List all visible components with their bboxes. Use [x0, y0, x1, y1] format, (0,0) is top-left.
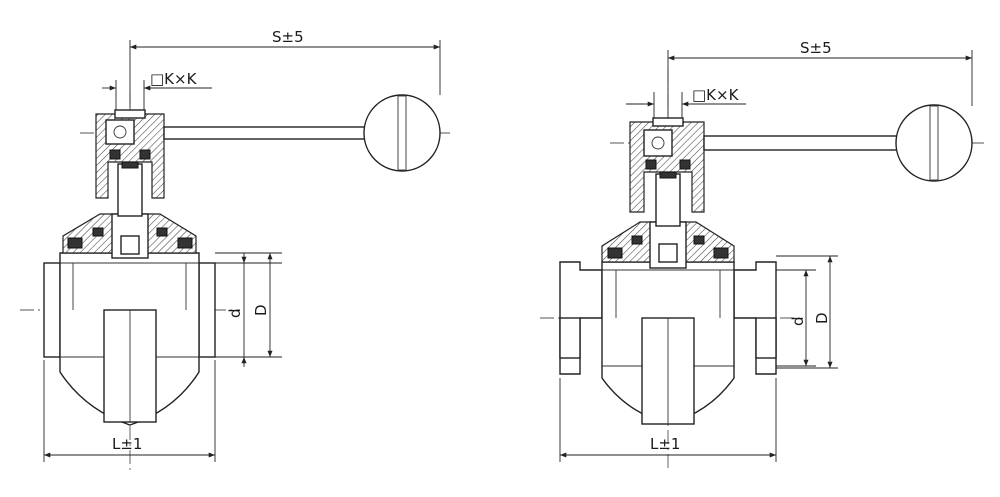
left-dim-s: S±5	[129, 28, 441, 108]
right-dim-d: d D	[776, 255, 838, 369]
right-dim-k: □K×K	[626, 86, 746, 118]
left-dim-k: □K×K	[102, 70, 212, 110]
right-valve-view: S±5 □K×K L±1 d D	[540, 39, 985, 470]
left-dim-d-label: d	[226, 308, 244, 318]
left-dim-D-label: D	[252, 304, 270, 316]
left-handle-housing	[95, 109, 165, 217]
left-valve-view: S±5 □K×K L±1 d D	[20, 28, 450, 470]
left-bonnet	[62, 213, 197, 259]
right-lever-handle	[703, 104, 973, 182]
left-valve-body	[43, 252, 216, 426]
left-lever-handle	[163, 94, 441, 172]
right-valve-body	[559, 261, 777, 425]
left-dim-s-label: S±5	[272, 28, 304, 46]
right-dim-s-label: S±5	[800, 39, 832, 57]
left-dim-d: d D	[215, 252, 282, 367]
right-dim-l-label: L±1	[650, 435, 680, 453]
right-dim-l: L±1	[559, 378, 777, 462]
right-dim-d-label: d	[789, 316, 807, 326]
left-dim-l-label: L±1	[112, 435, 142, 453]
right-handle-housing	[629, 117, 705, 227]
right-dim-D-label: D	[813, 312, 831, 324]
right-dim-s: S±5	[667, 39, 973, 118]
right-bonnet	[601, 221, 735, 269]
right-dim-k-label: □K×K	[692, 86, 740, 104]
left-dim-l: L±1	[43, 360, 216, 462]
left-dim-k-label: □K×K	[150, 70, 198, 88]
